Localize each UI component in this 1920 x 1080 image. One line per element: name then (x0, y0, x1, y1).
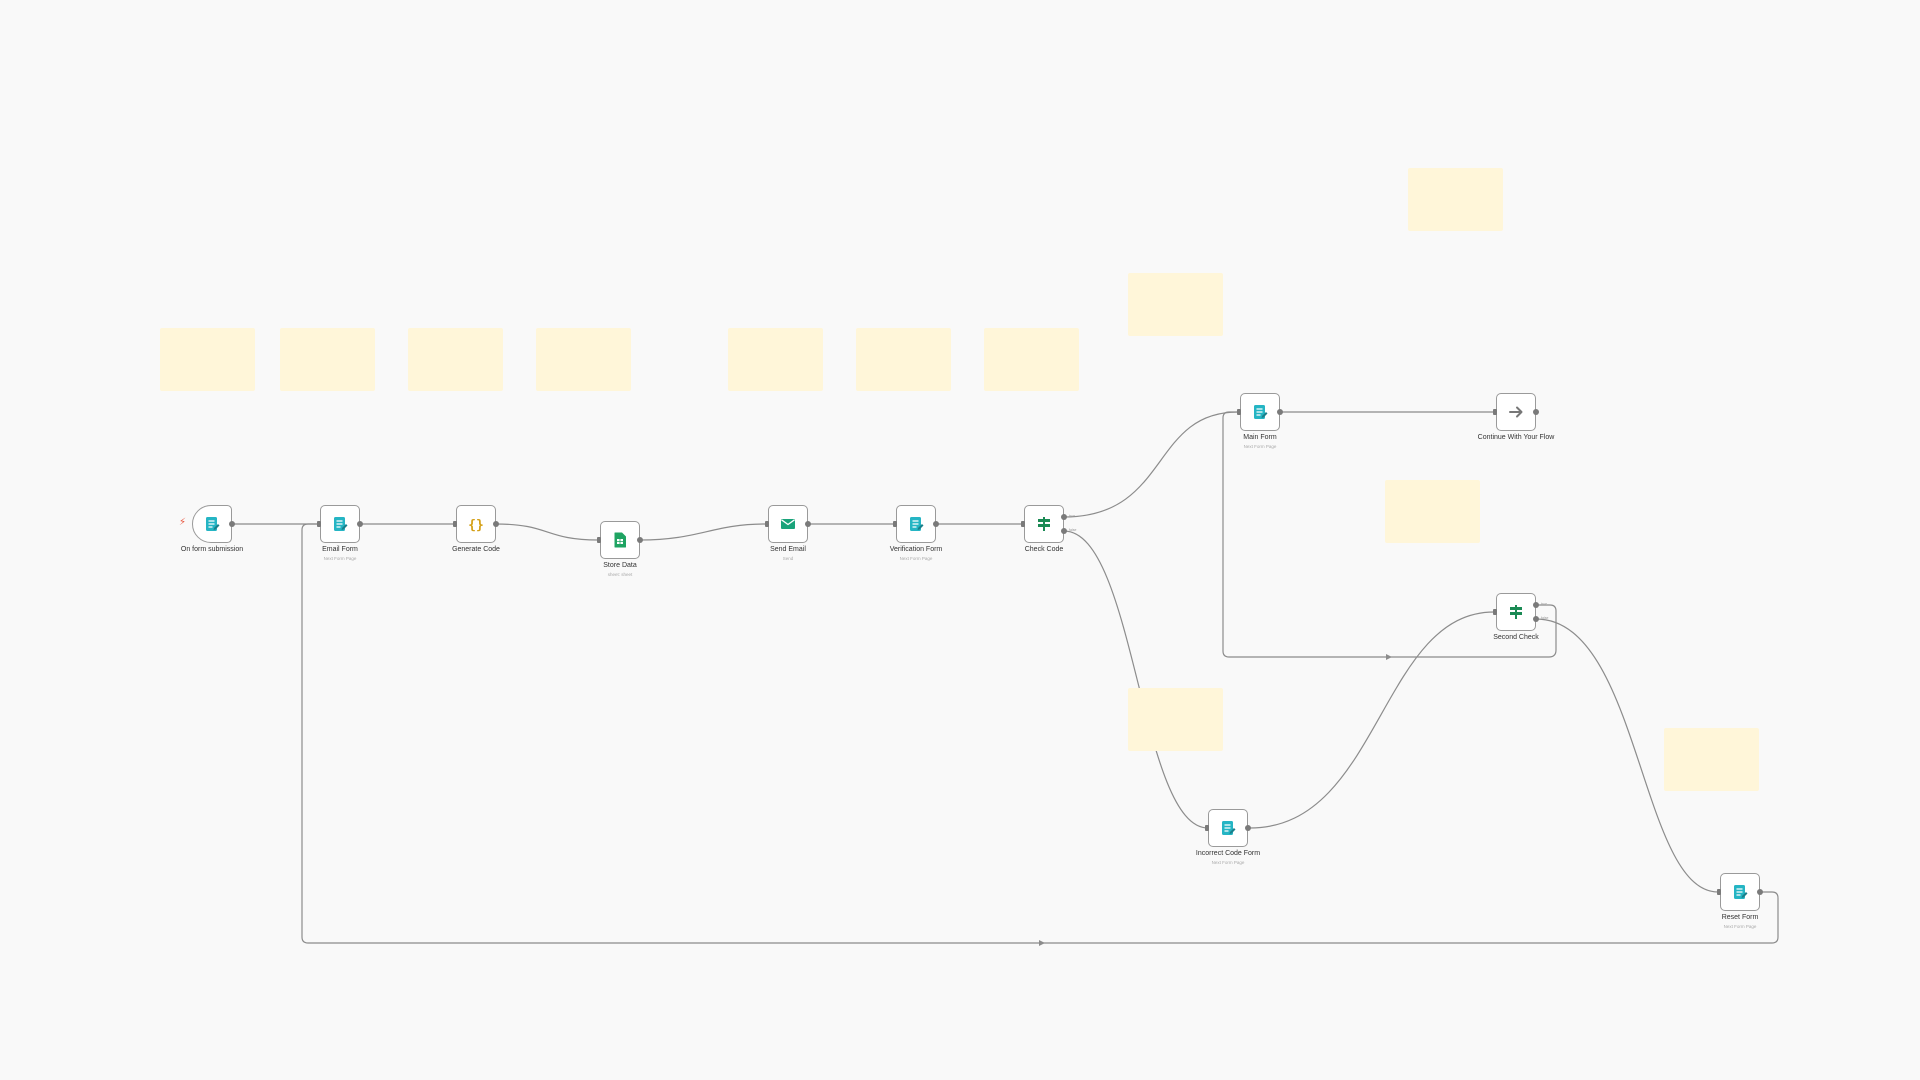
node-reset-form[interactable] (1717, 873, 1763, 911)
node-label: On form submission (180, 546, 244, 553)
output-port-true[interactable] (1533, 601, 1539, 608)
connection-reset-form-loop-to-email-form (301, 523, 1779, 944)
node-subtitle: Next Form Page (1211, 860, 1245, 865)
node-subtitle: Send (782, 556, 794, 561)
output-port[interactable] (805, 521, 811, 527)
node-main-form[interactable] (1237, 393, 1283, 431)
connection-check-code-true-to-main-form (1063, 411, 1239, 518)
if-branch-icon (1038, 517, 1050, 531)
input-port[interactable] (453, 521, 457, 527)
node-continue-with-your-flow[interactable] (1493, 393, 1539, 431)
output-port[interactable] (1277, 409, 1283, 415)
input-port[interactable] (1493, 409, 1497, 415)
input-port[interactable] (317, 521, 321, 527)
sticky-note[interactable] (408, 328, 503, 391)
if-branch-icon (1510, 605, 1522, 619)
node-label: Second Check (1493, 634, 1539, 641)
arrow-right-icon (1509, 406, 1523, 418)
form-icon (1734, 885, 1748, 899)
svg-text:{}: {} (468, 518, 484, 533)
input-port[interactable] (1237, 409, 1241, 415)
connection-store-data-to-send-email (639, 523, 767, 541)
form-icon (1254, 405, 1268, 419)
sticky-note[interactable] (1128, 273, 1223, 336)
node-label: Email Form (322, 546, 358, 553)
arrow-marker (1039, 940, 1045, 946)
sticky-note[interactable] (280, 328, 375, 391)
sticky-note[interactable] (536, 328, 631, 391)
node-label: Verification Form (889, 546, 943, 553)
form-icon (1222, 821, 1236, 835)
mail-icon (781, 519, 795, 529)
node-subtitle: Next Form Page (899, 556, 933, 561)
connection-generate-code-to-store-data (495, 523, 599, 541)
node-label: Store Data (603, 562, 637, 569)
output-port-false[interactable] (1533, 616, 1539, 623)
output-port[interactable] (357, 521, 363, 527)
sticky-note[interactable] (1664, 728, 1759, 791)
branch-label-false: false (1541, 616, 1549, 620)
sticky-note[interactable] (1385, 480, 1480, 543)
sticky-note[interactable] (160, 328, 255, 391)
sticky-note[interactable] (984, 328, 1079, 391)
node-incorrect-code-form[interactable] (1205, 809, 1251, 847)
code-braces-icon: {} (468, 518, 484, 533)
node-subtitle: Next Form Page (1723, 924, 1757, 929)
form-icon (910, 517, 924, 531)
input-port[interactable] (765, 521, 769, 527)
branch-label-true: true (1069, 514, 1076, 518)
arrow-marker (1386, 654, 1392, 660)
node-email-form[interactable] (317, 505, 363, 543)
node-label: Check Code (1024, 546, 1064, 553)
input-port[interactable] (597, 537, 601, 543)
connection-check-code-false-to-incorrect-code-form (1063, 530, 1209, 829)
google-sheets-icon (614, 532, 626, 548)
input-port[interactable] (1021, 521, 1025, 527)
output-port[interactable] (229, 521, 235, 527)
input-port[interactable] (893, 521, 897, 527)
output-port[interactable] (1757, 889, 1763, 895)
node-check-code[interactable] (1021, 505, 1067, 543)
output-port[interactable] (493, 521, 499, 527)
sticky-note[interactable] (1408, 168, 1503, 231)
output-port[interactable] (933, 521, 939, 527)
node-second-check[interactable] (1493, 593, 1539, 631)
branch-label-false: false (1069, 528, 1077, 532)
form-trigger-icon (206, 517, 220, 531)
node-subtitle: Next Form Page (1243, 444, 1277, 449)
input-port[interactable] (1717, 889, 1721, 895)
output-port-true[interactable] (1061, 513, 1067, 520)
form-icon (334, 517, 348, 531)
node-subtitle: sheet: sheet (607, 572, 633, 577)
output-port[interactable] (1245, 825, 1251, 831)
node-send-email[interactable] (765, 505, 811, 543)
input-port[interactable] (1205, 825, 1209, 831)
node-subtitle: Next Form Page (323, 556, 357, 561)
sticky-note[interactable] (1128, 688, 1223, 751)
sticky-note[interactable] (856, 328, 951, 391)
connection-incorrect-code-form-to-second-check (1249, 611, 1495, 829)
node-label: Main Form (1243, 434, 1277, 441)
input-port[interactable] (1493, 609, 1497, 615)
node-generate-code[interactable]: {} (453, 505, 499, 543)
node-label: Incorrect Code Form (1195, 850, 1261, 857)
trigger-bolt-icon: ⚡︎ (179, 517, 187, 528)
connection-second-check-false-to-reset-form (1535, 618, 1719, 893)
output-port[interactable] (1533, 409, 1539, 415)
output-port[interactable] (637, 537, 643, 543)
node-label: Generate Code (452, 546, 500, 553)
connection-arrows (1039, 654, 1392, 946)
node-store-data[interactable] (597, 521, 643, 559)
sticky-note[interactable] (728, 328, 823, 391)
node-label: Continue With Your Flow (1477, 434, 1555, 441)
node-label: Send Email (770, 546, 806, 553)
output-port-false[interactable] (1061, 528, 1067, 535)
node-on-form-submission[interactable] (192, 505, 235, 543)
node-label: Reset Form (1721, 914, 1759, 921)
node-verification-form[interactable] (893, 505, 939, 543)
connections (232, 411, 1779, 944)
branch-label-true: true (1541, 602, 1548, 606)
